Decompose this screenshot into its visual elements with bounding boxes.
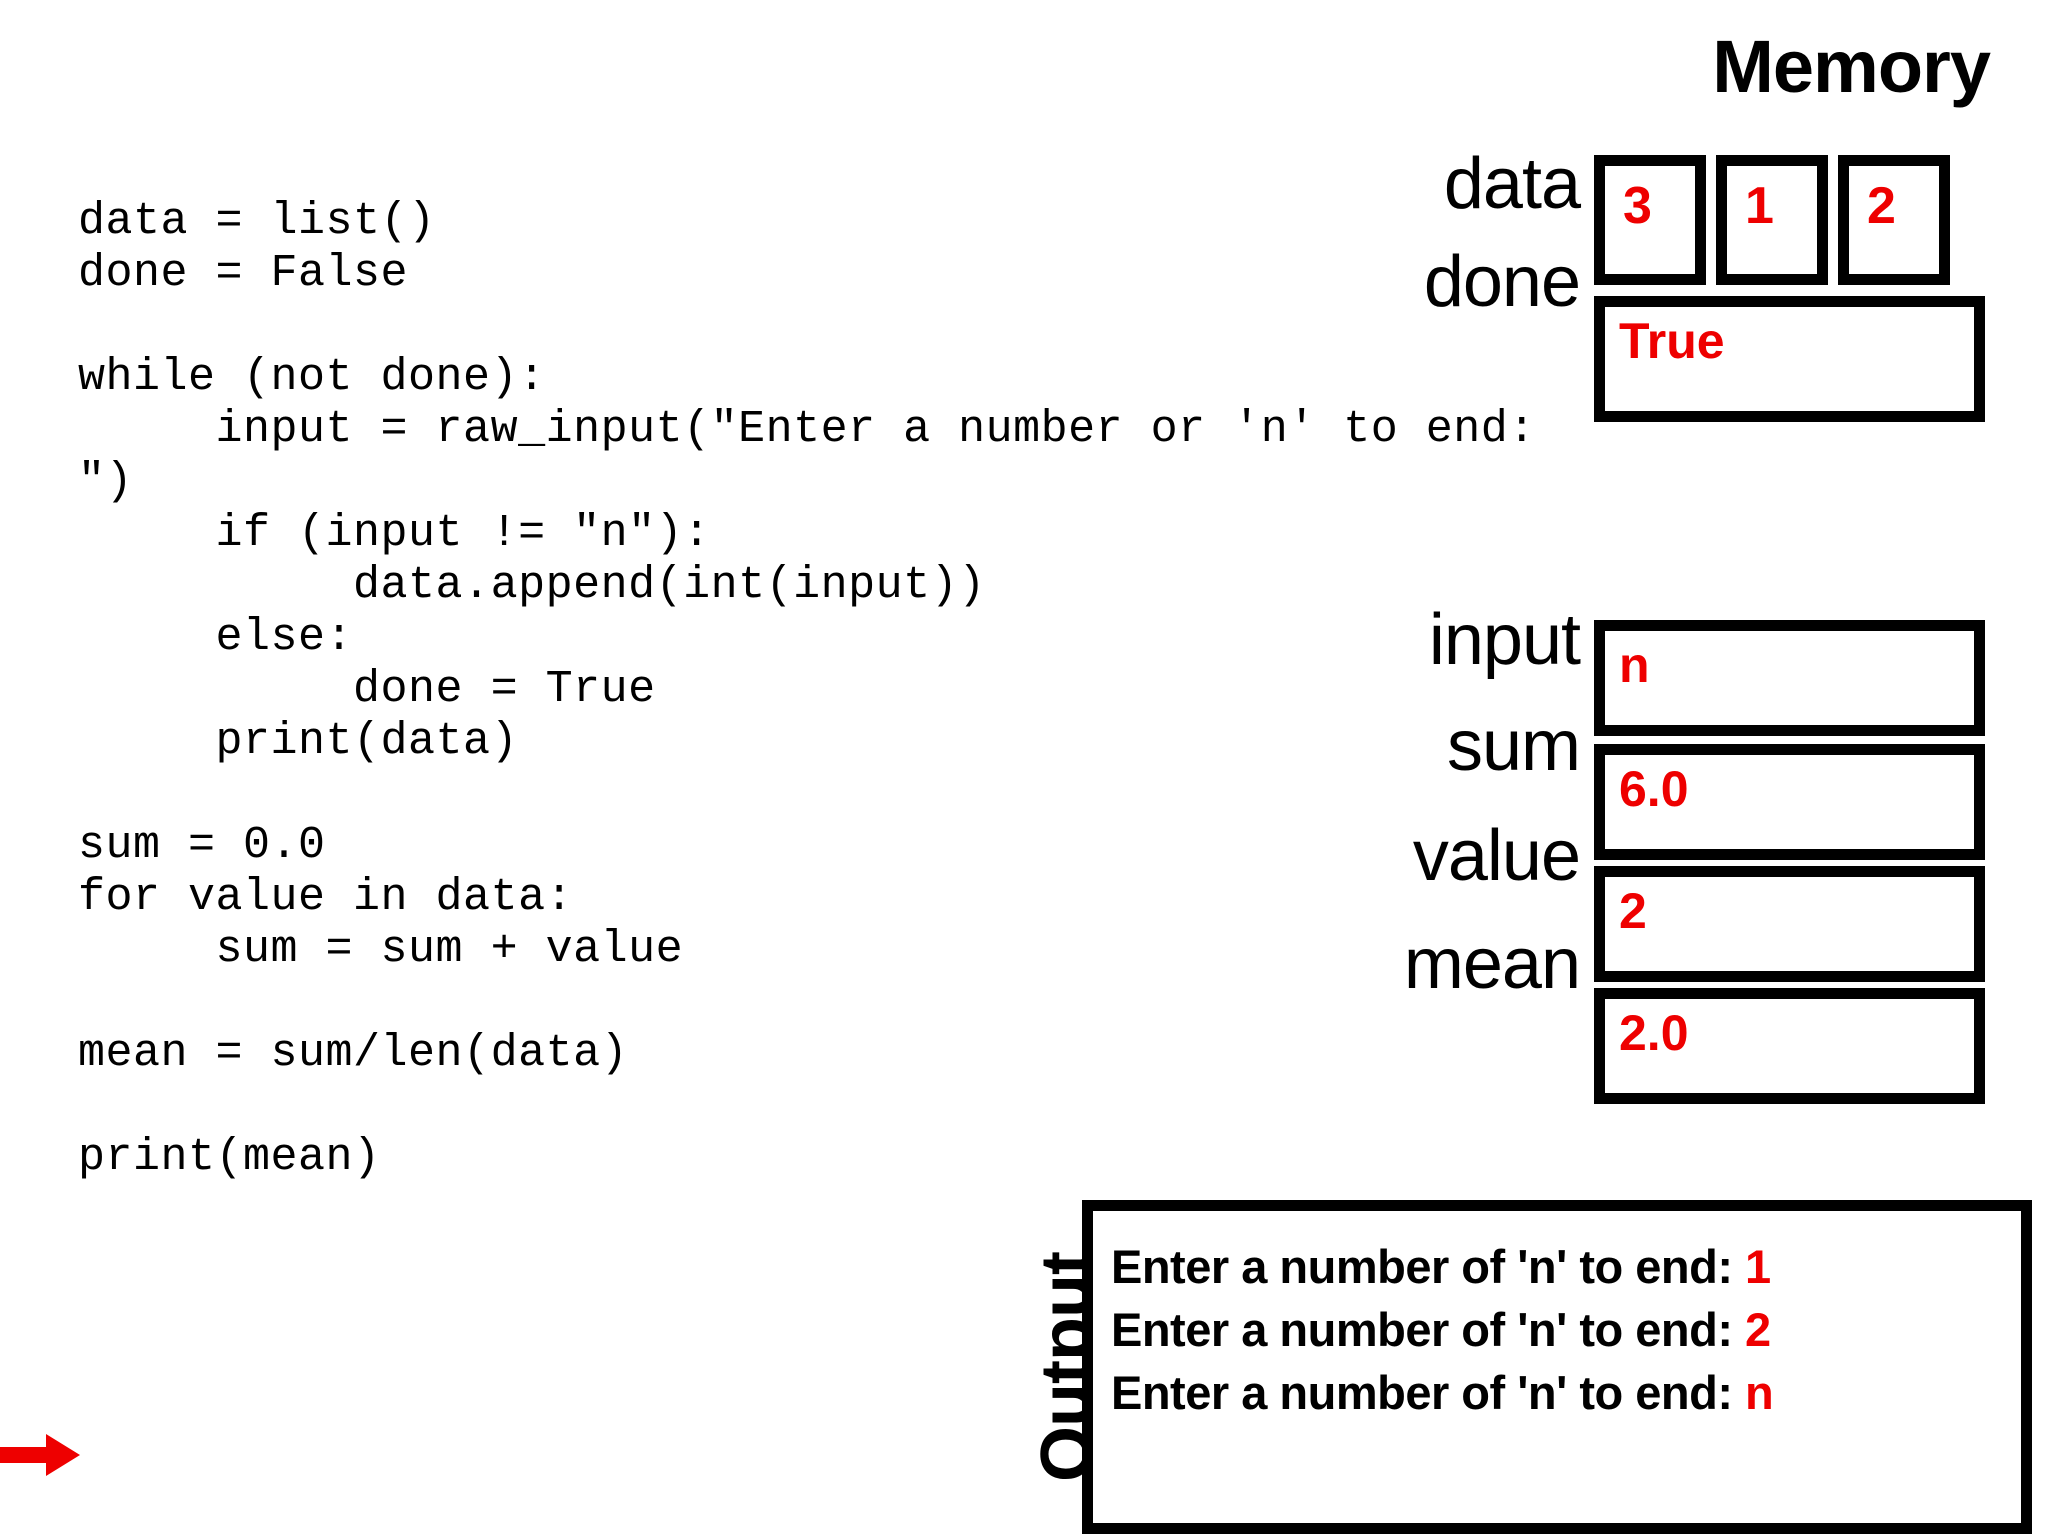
output-line: Enter a number of 'n' to end: 2 <box>1111 1298 2021 1361</box>
output-line: Enter a number of 'n' to end: 1 <box>1111 1235 2021 1298</box>
code-line: for value in data: <box>78 872 574 923</box>
code-line: print(data) <box>78 716 519 767</box>
code-line-wrap: ") <box>78 456 134 507</box>
memory-box-value: 2 <box>1594 866 1985 982</box>
code-line: done = False <box>78 248 409 299</box>
output-panel: Output Enter a number of 'n' to end: 1 E… <box>1027 1200 2032 1534</box>
memory-label-mean: mean <box>1403 924 1581 1004</box>
memory-value-mean: 2.0 <box>1619 1005 1689 1061</box>
code-line: data = list() <box>78 196 436 247</box>
current-line-arrow-icon <box>0 1432 82 1478</box>
memory-box-sum: 6.0 <box>1594 744 1985 860</box>
memory-value-value: 2 <box>1619 883 1647 939</box>
memory-cell-value: 3 <box>1623 177 1652 235</box>
code-line: done = True <box>78 664 656 715</box>
output-line-prompt: Enter a number of 'n' to end: <box>1111 1303 1746 1356</box>
output-line: Enter a number of 'n' to end: n <box>1111 1361 2021 1424</box>
code-line: sum = sum + value <box>78 924 684 975</box>
memory-box-input: n <box>1594 620 1985 736</box>
memory-cell-value: 2 <box>1867 177 1896 235</box>
memory-value-sum: 6.0 <box>1619 761 1689 817</box>
memory-cell-data-2: 2 <box>1838 155 1950 285</box>
code-line-blank <box>78 768 1088 820</box>
output-line-prompt: Enter a number of 'n' to end: <box>1111 1240 1746 1293</box>
code-line: data.append(int(input)) <box>78 560 986 611</box>
memory-label-sum: sum <box>1446 706 1581 786</box>
code-line-current: print(mean) <box>78 1132 381 1183</box>
memory-value-done: True <box>1619 313 1725 369</box>
code-listing: data = list() done = False while (not do… <box>78 196 1564 1184</box>
memory-label-done: done <box>1423 242 1581 322</box>
code-line-blank <box>78 300 1088 352</box>
memory-cell-data-1: 1 <box>1716 155 1828 285</box>
output-line-value: 2 <box>1745 1303 1771 1356</box>
code-line-blank <box>78 976 1088 1028</box>
code-line: input = raw_input("Enter a number or 'n'… <box>78 404 1564 455</box>
memory-value-input: n <box>1619 637 1650 693</box>
code-line: if (input != "n"): <box>78 508 711 559</box>
code-line: while (not done): <box>78 352 546 403</box>
memory-label-input: input <box>1428 600 1581 680</box>
code-line: sum = 0.0 <box>78 820 326 871</box>
memory-panel-title: Memory <box>1712 25 1991 108</box>
output-line-value: n <box>1745 1366 1774 1419</box>
memory-cell-data-0: 3 <box>1594 155 1706 285</box>
memory-box-mean: 2.0 <box>1594 988 1985 1104</box>
memory-cell-value: 1 <box>1745 177 1774 235</box>
output-line-prompt: Enter a number of 'n' to end: <box>1111 1366 1746 1419</box>
code-line: mean = sum/len(data) <box>78 1028 629 1079</box>
code-line-blank <box>78 1080 1088 1132</box>
output-console: Enter a number of 'n' to end: 1 Enter a … <box>1082 1200 2032 1534</box>
memory-label-data: data <box>1443 144 1581 224</box>
memory-label-value: value <box>1412 816 1581 896</box>
memory-box-done: True <box>1594 296 1985 422</box>
output-line-value: 1 <box>1745 1240 1771 1293</box>
code-line: else: <box>78 612 354 663</box>
